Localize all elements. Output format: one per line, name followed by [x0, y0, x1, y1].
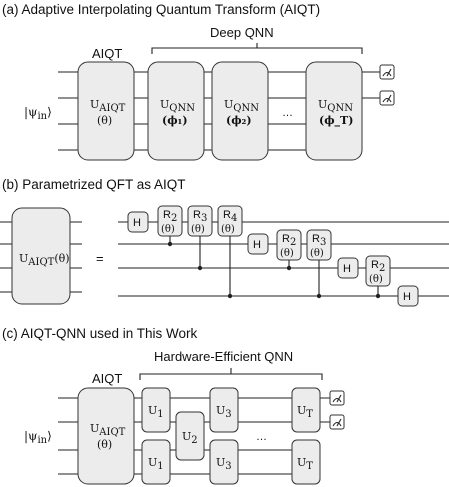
rotation-gate-r2-row3: R2 (θ): [365, 255, 391, 287]
svg-text:UQNN: UQNN: [160, 98, 195, 114]
deep-qnn-brace: [151, 43, 363, 54]
panel-a-aiqt-label: AIQT: [92, 46, 122, 61]
svg-text:(θ): (θ): [369, 274, 383, 285]
u3-gate-bottom: U3: [209, 439, 239, 485]
panel-a-qnn-gate-1: UQNN (ϕ₁): [147, 61, 205, 161]
svg-text:H: H: [343, 263, 351, 275]
rotation-gate-r2-row2: R2 (θ): [276, 229, 302, 261]
panel-c-hw-qnn-label: Hardware-Efficient QNN: [154, 349, 293, 364]
panel-a-title: (a) Adaptive Interpolating Quantum Trans…: [2, 2, 320, 17]
panel-a-deep-qnn-label: Deep QNN: [210, 25, 274, 40]
panel-a-measurement-1-icon: [379, 64, 395, 80]
svg-text:(ϕ₂): (ϕ₂): [226, 114, 252, 127]
svg-text:R4: R4: [223, 209, 237, 224]
panel-a-ellipsis: …: [282, 107, 293, 119]
ut-gate-bottom: UT: [291, 439, 321, 485]
svg-text:UAIQT: UAIQT: [90, 422, 126, 438]
panel-b-control-dots: [167, 241, 381, 299]
svg-text:R2: R2: [163, 209, 177, 224]
svg-text:UAIQT: UAIQT: [90, 98, 126, 114]
hadamard-gate-1: H: [127, 211, 149, 233]
svg-text:U1: U1: [148, 404, 164, 420]
panel-a-measurement-2-icon: [379, 90, 395, 106]
svg-text:U1: U1: [148, 456, 164, 472]
panel-a-qnn-gate-2: UQNN (ϕ₂): [211, 61, 269, 161]
panel-c-ellipsis: …: [256, 431, 267, 443]
svg-text:UQNN: UQNN: [318, 98, 353, 114]
svg-text:UT: UT: [297, 456, 313, 472]
svg-text:(θ): (θ): [97, 438, 112, 451]
hadamard-gate-3: H: [337, 257, 359, 279]
svg-text:(θ): (θ): [221, 224, 235, 235]
hadamard-gate-2: H: [247, 233, 269, 255]
rotation-gate-r3-row2: R3 (θ): [306, 229, 332, 261]
equals-sign: =: [96, 251, 104, 266]
u2-gate: U2: [175, 411, 205, 461]
svg-text:R3: R3: [193, 209, 207, 224]
svg-text:H: H: [403, 291, 411, 303]
panel-b-aiqt-gate: UAIQT(θ): [11, 207, 71, 305]
panel-c-aiqt-label: AIQT: [92, 371, 122, 386]
panel-c-measurement-2-icon: [329, 414, 345, 430]
panel-c-aiqt-gate: UAIQT (θ): [77, 387, 135, 485]
svg-text:UT: UT: [297, 404, 313, 420]
svg-text:(θ): (θ): [310, 248, 324, 259]
svg-text:U3: U3: [216, 404, 232, 420]
svg-text:(θ): (θ): [161, 224, 175, 235]
ut-gate-top: UT: [291, 387, 321, 433]
panel-a-qnn-gate-t: UQNN (ϕ_T): [305, 61, 363, 161]
svg-text:(θ): (θ): [191, 224, 205, 235]
u1-gate-bottom: U1: [141, 439, 171, 485]
svg-text:R2: R2: [282, 233, 296, 248]
svg-text:R3: R3: [312, 233, 326, 248]
svg-text:U3: U3: [216, 456, 232, 472]
rotation-gate-r2-row1: R2 (θ): [157, 205, 183, 237]
hw-qnn-brace: [139, 368, 323, 380]
svg-text:R2: R2: [371, 259, 385, 274]
svg-text:(ϕ_T): (ϕ_T): [319, 114, 353, 128]
u1-gate-top: U1: [141, 387, 171, 433]
panel-c-measurement-1-icon: [329, 390, 345, 406]
svg-text:H: H: [133, 217, 141, 229]
panel-b-title: (b) Parametrized QFT as AIQT: [2, 177, 186, 192]
u3-gate-top: U3: [209, 387, 239, 433]
svg-text:UQNN: UQNN: [224, 98, 259, 114]
rotation-gate-r4-row1: R4 (θ): [217, 205, 243, 237]
rotation-gate-r3-row1: R3 (θ): [187, 205, 213, 237]
svg-text:U2: U2: [182, 430, 198, 446]
panel-a-input-state: |ψin⟩: [24, 105, 52, 122]
svg-text:UAIQT(θ): UAIQT(θ): [19, 252, 70, 268]
panel-c-title: (c) AIQT-QNN used in This Work: [2, 326, 198, 341]
svg-text:(θ): (θ): [97, 114, 112, 127]
panel-a-aiqt-gate: UAIQT (θ): [77, 61, 135, 161]
svg-text:(θ): (θ): [280, 248, 294, 259]
svg-text:(ϕ₁): (ϕ₁): [162, 114, 188, 127]
svg-text:H: H: [253, 239, 261, 251]
hadamard-gate-4: H: [397, 285, 419, 307]
panel-c-input-state: |ψin⟩: [24, 429, 52, 446]
